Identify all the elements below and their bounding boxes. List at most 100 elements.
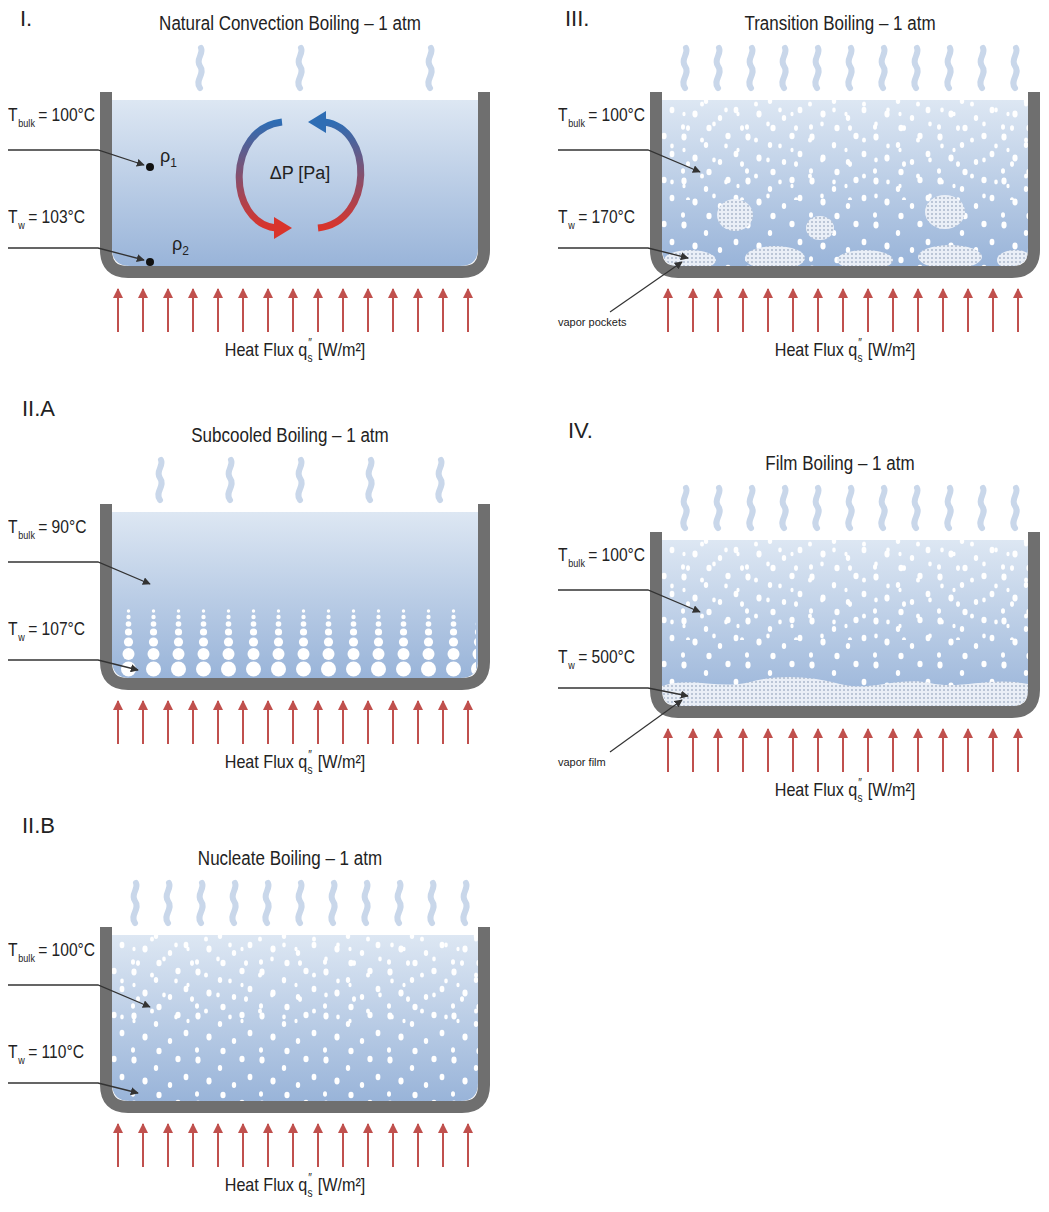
- heat-flux-arrows: [118, 289, 468, 332]
- panel-number: II.B: [22, 813, 55, 838]
- leader-line: [8, 660, 138, 670]
- temperature-symbol: T: [8, 1041, 18, 1062]
- vapor-film: [662, 677, 1028, 710]
- heat-flux-text: Heat Flux q: [225, 751, 308, 772]
- vapor-label: vapor pockets: [558, 316, 626, 329]
- heat-flux-arrows: [118, 1124, 468, 1167]
- temperature-value: = 100°C: [588, 544, 645, 565]
- panel-title: Nucleate Boiling – 1 atm: [95, 847, 486, 870]
- temperature-subscript: bulk: [568, 557, 585, 569]
- density-symbol: ρ: [172, 234, 182, 254]
- temperature-value: = 170°C: [578, 206, 635, 227]
- svg-use: [428, 48, 431, 88]
- panel-title: Transition Boiling – 1 atm: [645, 12, 1036, 35]
- svg-rect: [116, 614, 476, 620]
- svg-rect: [116, 636, 476, 648]
- panel-number: IV.: [568, 418, 593, 443]
- temperature-label: Tbulk= 100°C: [8, 104, 95, 130]
- water: [112, 512, 478, 678]
- pressure-difference: ΔP [Pa]: [270, 163, 331, 183]
- heat-flux-subscript: s: [308, 763, 313, 777]
- pressure-label: ΔP [Pa]: [250, 163, 350, 184]
- panel-title: Natural Convection Boiling – 1 atm: [159, 12, 421, 34]
- panel-title: Film Boiling – 1 atm: [765, 452, 914, 474]
- temperature-subscript: w: [568, 219, 575, 231]
- svg-use: [438, 460, 441, 500]
- temperature-symbol: T: [8, 618, 18, 639]
- panel-number: III.: [565, 6, 589, 31]
- temperature-value: = 110°C: [28, 1041, 84, 1062]
- svg-polygon: [308, 111, 326, 133]
- panel-number: IV.: [568, 418, 593, 443]
- leader-line: [8, 562, 150, 584]
- temperature-value: = 90°C: [38, 516, 86, 537]
- density-point: [146, 258, 154, 266]
- heat-flux-superscript: ″: [308, 336, 312, 350]
- svg-g: [112, 935, 478, 1101]
- panel-title: Subcooled Boiling – 1 atm: [191, 424, 389, 446]
- temperature-value: = 103°C: [28, 206, 85, 227]
- heat-flux-subscript: s: [308, 351, 313, 365]
- temperature-label: Tbulk= 100°C: [558, 544, 645, 570]
- svg-ellipse: [806, 216, 834, 240]
- panel-title: Subcooled Boiling – 1 atm: [95, 424, 486, 447]
- vapor-label: vapor film: [558, 756, 606, 768]
- leader-line: [8, 985, 150, 1007]
- heat-flux-superscript: ″: [308, 1171, 312, 1185]
- temperature-subscript: w: [568, 659, 575, 671]
- water: [662, 540, 1028, 706]
- temperature-label: Tw= 170°C: [558, 206, 635, 232]
- leader-line: [8, 1083, 138, 1093]
- svg-use: [683, 488, 1016, 528]
- temperature-label: Tw= 500°C: [558, 646, 635, 672]
- heat-flux-superscript: ″: [858, 776, 862, 790]
- svg-g: [662, 540, 1028, 710]
- heat-flux-unit: [W/m²]: [318, 339, 366, 360]
- heat-flux-text: Heat Flux q: [225, 339, 308, 360]
- svg-ellipse: [925, 195, 965, 229]
- temperature-value: = 100°C: [38, 104, 95, 125]
- svg-rect: [116, 627, 476, 637]
- heat-flux-label: Heat Flux q″s [W/m²]: [125, 337, 465, 366]
- panel-number: III.: [565, 6, 589, 31]
- svg-polygon: [274, 217, 292, 239]
- leader-line: [610, 262, 682, 312]
- heat-flux-superscript: ″: [858, 336, 862, 350]
- pot: [656, 532, 1034, 712]
- heat-flux-subscript: s: [858, 791, 863, 805]
- water: [662, 100, 1028, 266]
- density-label: ρ1: [160, 146, 177, 171]
- temperature-label: Tbulk= 100°C: [8, 939, 95, 965]
- heat-flux-subscript: s: [308, 1186, 313, 1200]
- temperature-symbol: T: [8, 516, 18, 537]
- svg-use: [683, 48, 1016, 88]
- temperature-symbol: T: [8, 939, 18, 960]
- svg-rect: [116, 608, 476, 614]
- bubbles: [662, 540, 1028, 640]
- temperature-label: Tw= 110°C: [8, 1041, 84, 1067]
- panel-title: Nucleate Boiling – 1 atm: [198, 847, 382, 869]
- leader-line: [558, 248, 688, 258]
- density-point: [146, 163, 154, 171]
- svg-ellipse: [918, 245, 982, 269]
- temperature-value: = 100°C: [588, 104, 645, 125]
- panel-number: I.: [20, 6, 32, 31]
- svg-rect: [116, 620, 476, 628]
- leader-line: [8, 150, 144, 165]
- temperature-subscript: bulk: [568, 117, 585, 129]
- heat-flux-label: Heat Flux q″s[W/m²]: [675, 337, 1015, 366]
- panel-title: Film Boiling – 1 atm: [645, 452, 1036, 475]
- temperature-value: = 107°C: [28, 618, 85, 639]
- svg-use: [198, 48, 201, 88]
- leader-line: [8, 248, 144, 260]
- temperature-label: Tbulk= 90°C: [8, 516, 86, 542]
- temperature-symbol: T: [558, 646, 568, 667]
- film-boiling-panel: [558, 488, 1034, 772]
- heat-flux-subscript: s: [858, 351, 863, 365]
- temperature-label: Tw= 103°C: [8, 206, 85, 232]
- heat-flux-text: Heat Flux q: [775, 779, 858, 800]
- svg-use: [158, 460, 161, 500]
- temperature-label: Tw= 107°C: [8, 618, 85, 644]
- density-label: ρ2: [172, 234, 189, 259]
